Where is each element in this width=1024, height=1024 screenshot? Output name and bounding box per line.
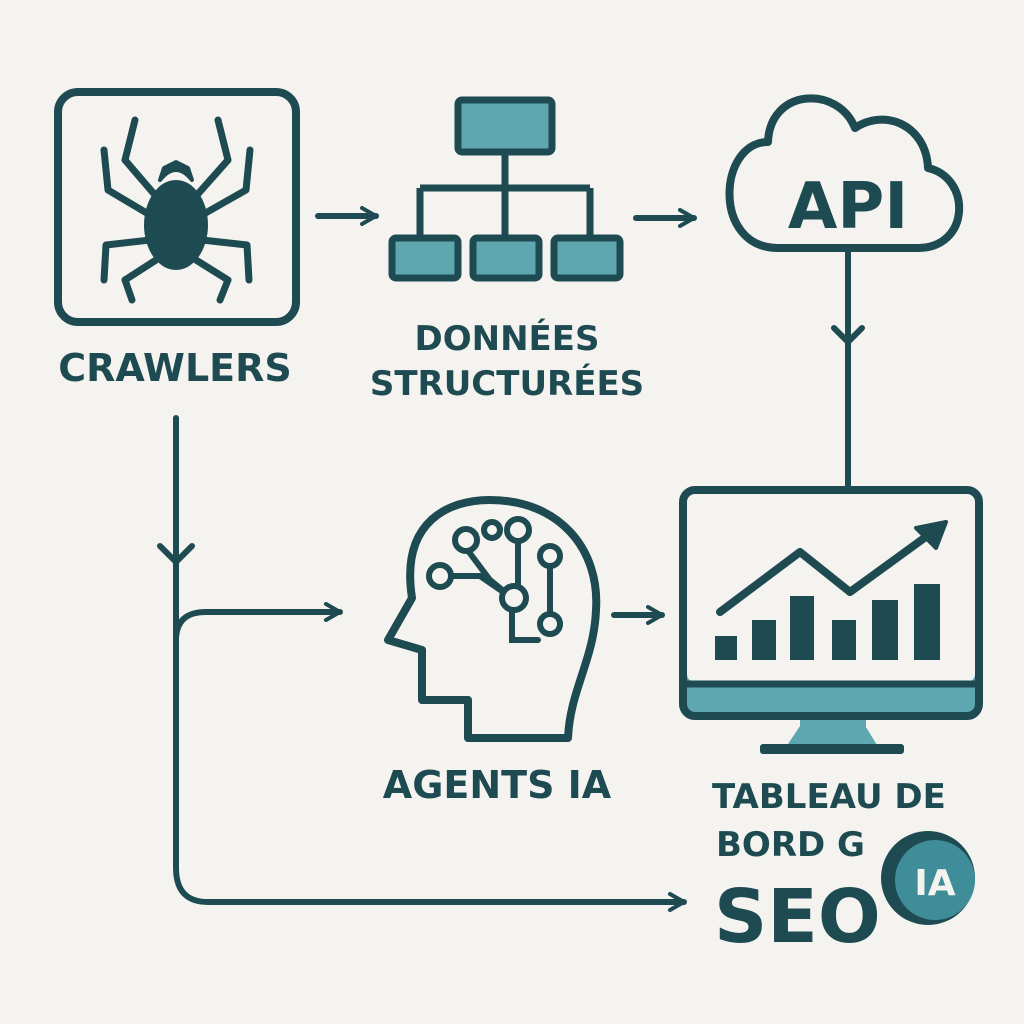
api-node: API bbox=[725, 94, 964, 252]
chart-bar bbox=[914, 584, 940, 660]
chart-bar bbox=[872, 600, 898, 660]
api-label: API bbox=[788, 170, 908, 244]
ai-agents-label: AGENTS IA bbox=[383, 763, 612, 807]
chart-bar bbox=[790, 596, 814, 660]
ia-badge-label: IA bbox=[914, 863, 955, 904]
hierarchy-icon bbox=[388, 96, 624, 282]
dashboard-label-line2: BORD G bbox=[716, 825, 865, 865]
structured-data-label-line2: STRUCTURÉES bbox=[370, 363, 644, 404]
dashboard-node: TABLEAU DE BORD G IA SEO bbox=[679, 486, 983, 960]
brain-head-icon bbox=[384, 496, 601, 742]
hierarchy-child-box bbox=[469, 234, 543, 282]
monitor-chart-icon bbox=[679, 486, 983, 754]
crawlers-label: CRAWLERS bbox=[58, 346, 292, 390]
hierarchy-root-box bbox=[454, 96, 556, 156]
ia-badge-inner bbox=[895, 840, 975, 920]
ai-agents-node: AGENTS IA bbox=[383, 496, 612, 807]
monitor-stand bbox=[800, 716, 866, 748]
structured-data-node: DONNÉES STRUCTURÉES bbox=[370, 96, 644, 404]
hierarchy-child-box bbox=[550, 234, 624, 282]
crawlers-frame bbox=[54, 88, 300, 326]
circuit-icon bbox=[426, 516, 563, 643]
structured-data-label-line1: DONNÉES bbox=[415, 318, 600, 359]
arrow-crawlers-down-icon bbox=[157, 543, 195, 565]
chart-bar bbox=[752, 620, 776, 660]
arrow-crawlers-to-seo bbox=[173, 865, 687, 912]
cloud-icon bbox=[725, 94, 964, 252]
trend-arrowhead-icon bbox=[914, 520, 948, 550]
crawlers-node: CRAWLERS bbox=[54, 88, 300, 390]
trend-line bbox=[716, 524, 942, 616]
spider-icon bbox=[100, 116, 254, 304]
monitor-base bbox=[760, 744, 904, 754]
seo-label: SEO bbox=[714, 874, 881, 960]
dashboard-label-line1: TABLEAU DE bbox=[712, 777, 946, 817]
arrow-api-down-icon bbox=[831, 325, 865, 345]
chart-bar bbox=[832, 620, 856, 660]
arrow-crawlers-to-agents bbox=[173, 602, 343, 643]
chart-bar bbox=[715, 636, 737, 660]
connectors bbox=[157, 206, 865, 912]
hierarchy-child-box bbox=[388, 234, 462, 282]
